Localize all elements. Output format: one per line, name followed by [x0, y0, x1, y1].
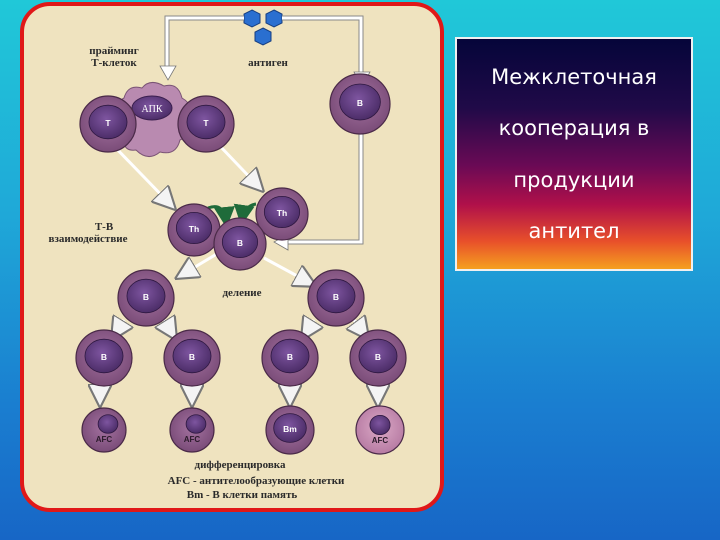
cell-afc-2-label: AFC	[184, 435, 201, 444]
cell-b-division-right-nucleus	[316, 278, 356, 314]
cell-t-right: T	[177, 95, 235, 153]
cell-b-division-right-label: B	[333, 292, 339, 302]
cell-b-division-left-nucleus	[126, 278, 166, 314]
cell-afc-1-nucleus	[97, 414, 119, 434]
cell-b-division-left: B	[117, 269, 175, 327]
cell-b-top: B	[329, 73, 391, 135]
legend-bm: Bm - В клетки память	[187, 489, 298, 501]
cell-b-row3-1: B	[75, 329, 133, 387]
cell-afc-2: AFC	[169, 407, 215, 453]
cell-b-row3-4-label: B	[375, 352, 381, 362]
cell-b-row3-4-nucleus	[358, 338, 398, 374]
cell-t-right-nucleus	[186, 104, 226, 140]
cell-b-top-nucleus	[339, 83, 381, 121]
cell-afc-2-nucleus	[185, 414, 207, 434]
cell-afc-3: AFC	[355, 405, 405, 455]
cell-b-interaction-label: B	[237, 238, 243, 248]
cell-th-right-label: Th	[277, 208, 287, 218]
label-priming-2: Т-клеток	[91, 57, 137, 69]
slide-title: Межклеточная кооперация в продукции анти…	[455, 37, 693, 271]
cell-b-row3-4: B	[349, 329, 407, 387]
title-line-4: антител	[528, 219, 620, 244]
antigen-routing-lines	[165, 16, 363, 244]
cell-b-row3-3-label: B	[287, 352, 293, 362]
cell-afc-3-nucleus	[369, 414, 391, 435]
apc-label: АПК	[141, 104, 162, 115]
flow-arrows	[110, 142, 312, 284]
cell-th-left-label: Th	[189, 224, 199, 234]
label-tb-1: Т-В	[95, 221, 114, 233]
cell-b-row3-2-nucleus	[172, 338, 212, 374]
cell-bm-label: Bm	[283, 424, 297, 434]
cell-b-division-right: B	[307, 269, 365, 327]
cell-t-left-label: T	[105, 118, 111, 128]
cell-afc-1: AFC	[81, 407, 127, 453]
label-tb-2: взаимодействие	[49, 233, 128, 245]
cell-b-division-left-label: B	[143, 292, 149, 302]
title-line-2: кооперация в	[498, 116, 650, 141]
cell-t-right-label: T	[203, 118, 209, 128]
cell-b-row3-3: B	[261, 329, 319, 387]
cell-afc-1-label: AFC	[96, 435, 113, 444]
cell-b-row3-2: B	[163, 329, 221, 387]
cell-bm-nucleus	[273, 413, 307, 443]
cell-th-left: Th	[167, 203, 221, 257]
cell-th-left-nucleus	[175, 211, 213, 244]
cell-t-left: T	[79, 95, 137, 153]
cell-b-row3-2-label: B	[189, 352, 195, 362]
title-line-1: Межклеточная	[491, 64, 657, 89]
cell-b-interaction-nucleus	[221, 225, 259, 258]
cell-b-interaction: B	[213, 217, 267, 271]
cell-th-right-nucleus	[263, 195, 301, 228]
cell-afc-3-label: AFC	[372, 436, 389, 445]
legend-afc: AFC - антителообразующие клетки	[168, 475, 345, 487]
cell-b-row3-1-label: B	[101, 352, 107, 362]
cell-bm: Bm	[265, 405, 315, 455]
label-differentiation: дифференцировка	[195, 459, 286, 471]
apc-cell: АПК	[118, 82, 191, 157]
antigen-icon	[243, 9, 283, 46]
cell-b-top-label: B	[357, 98, 363, 108]
label-priming-1: прайминг	[89, 45, 138, 57]
cell-b-row3-3-nucleus	[270, 338, 310, 374]
cell-b-row3-1-nucleus	[84, 338, 124, 374]
label-antigen: антиген	[248, 57, 288, 69]
title-line-3: продукции	[513, 167, 635, 192]
label-division: деление	[222, 287, 261, 299]
cell-th-right: Th	[255, 187, 309, 241]
cell-t-left-nucleus	[88, 104, 128, 140]
